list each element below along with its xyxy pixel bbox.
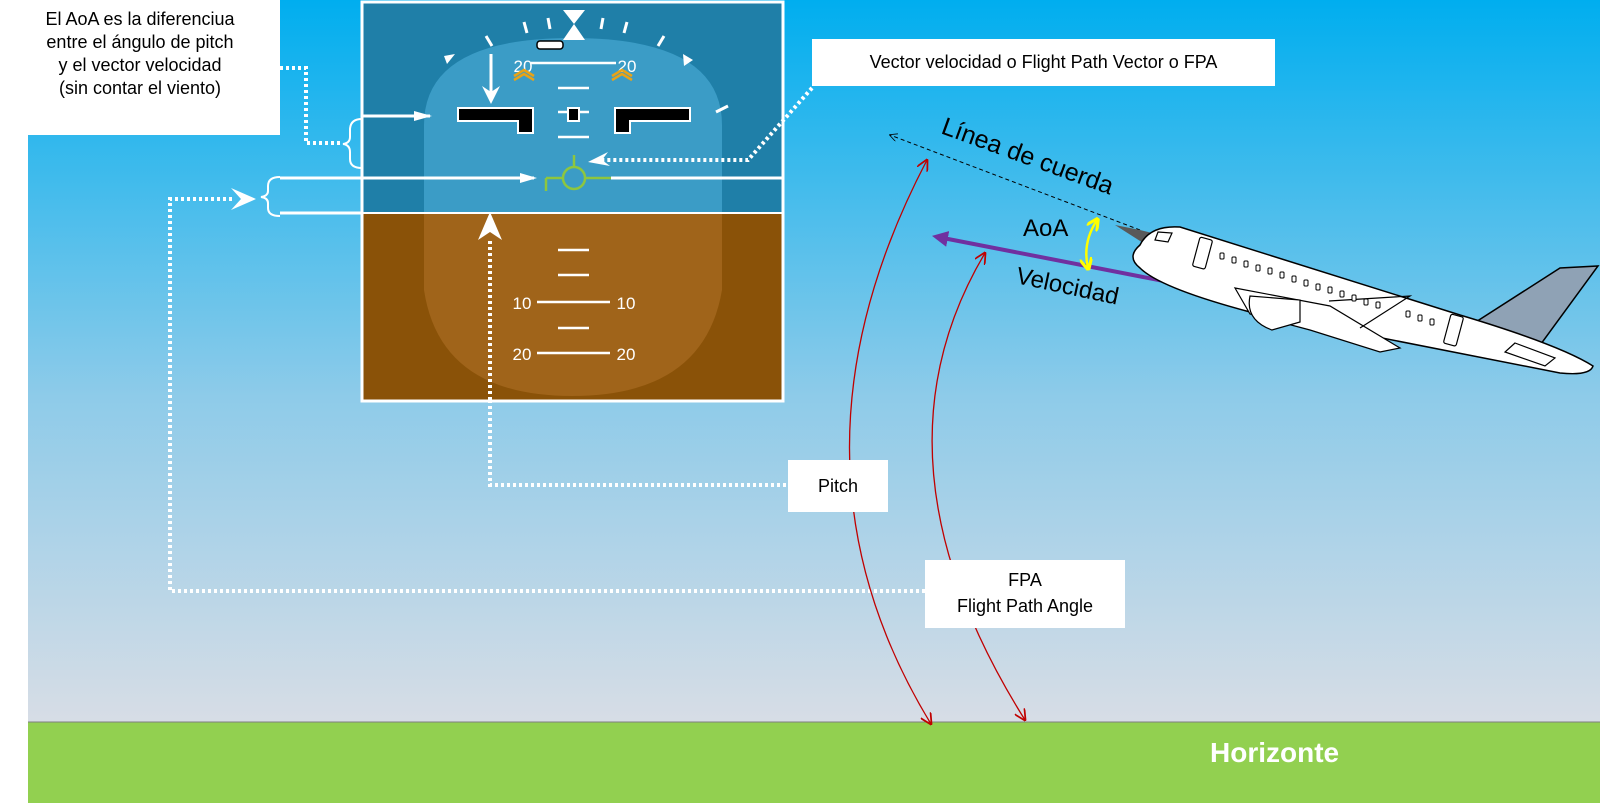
aoa-definition-note: El AoA es la diferenciua entre el ángulo… — [0, 0, 280, 135]
fpa-note-line-1: FPA — [1008, 570, 1042, 590]
pitch-angle-arc — [848, 160, 931, 724]
fpa-angle-arc — [931, 253, 1025, 720]
fpa-note-line-2: Flight Path Angle — [956, 596, 1094, 616]
pitch-note: Pitch — [788, 460, 888, 512]
ground-horizon-band — [28, 722, 1600, 803]
pitch-label-10-down-right: 10 — [617, 294, 636, 313]
pitch-limit-left-icon — [513, 68, 535, 82]
flight-path-vector-icon — [544, 155, 611, 191]
chord-line — [890, 135, 1141, 231]
pitch-reference-arrow-icon — [414, 111, 432, 121]
aoa-note-line-4: (sin contar el viento) — [58, 78, 222, 98]
pitch-limit-right-icon — [611, 68, 633, 82]
fpv-pointer-arrow-icon — [588, 152, 610, 166]
aoa-label: AoA — [1023, 215, 1068, 242]
slip-indicator — [536, 40, 564, 50]
airplane-windows — [1219, 252, 1435, 326]
fpv-reference-arrow-icon — [520, 173, 537, 183]
pitch-label-20-down-right: 20 — [617, 345, 636, 364]
bank-triangle-right-icon — [683, 54, 693, 66]
horizon-label: Horizonte — [1210, 737, 1340, 768]
pfd-frame — [360, 0, 785, 403]
fpa-bracket — [260, 176, 281, 217]
pitch-up-arrow-head-icon — [478, 212, 502, 240]
primary-flight-display: 20 20 10 10 20 20 — [362, 2, 783, 401]
sky-background — [28, 0, 1600, 722]
dotted-connectors — [168, 66, 925, 593]
pitch-down-arrow-head-icon — [482, 86, 500, 104]
pfd-sky-dome — [424, 38, 722, 213]
flight-path-vector-note: Vector velocidad o Flight Path Vector o … — [812, 39, 1275, 86]
aoa-arrow — [1086, 220, 1097, 268]
bank-triangle-left-icon — [444, 54, 455, 64]
airplane-icon — [1132, 226, 1600, 375]
pfd-ground-dome — [424, 213, 722, 396]
pitch-label-10-down-left: 10 — [513, 294, 532, 313]
bank-scale-ticks — [484, 17, 729, 114]
fpa-pointer-arrow-icon — [231, 188, 256, 210]
aoa-bracket — [342, 118, 363, 169]
bank-pointer-icon — [563, 10, 585, 40]
pitch-scale-lines — [531, 61, 616, 355]
aircraft-symbol — [457, 107, 691, 134]
pitch-label-20-down-left: 20 — [513, 345, 532, 364]
aoa-note-line-3: y el vector velocidad — [58, 55, 222, 75]
aoa-note-line-1: El AoA es la diferenciua — [45, 9, 235, 29]
aoa-note-line-2: entre el ángulo de pitch — [46, 32, 234, 52]
flight-path-angle-note: FPA Flight Path Angle — [925, 560, 1125, 628]
